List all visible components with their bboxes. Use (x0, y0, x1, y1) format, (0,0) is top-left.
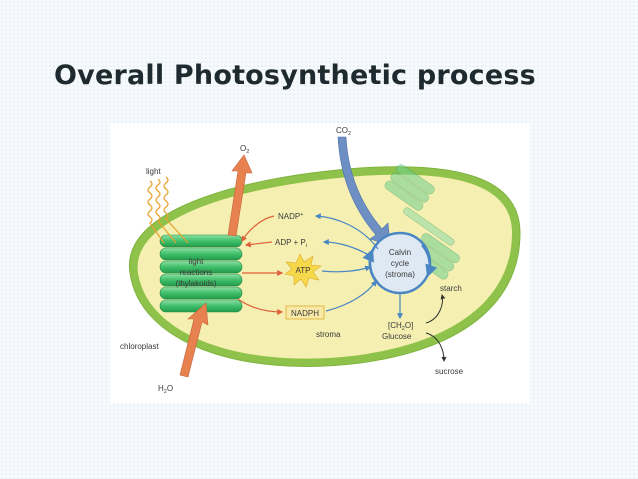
o2-arrow (227, 154, 253, 237)
calvin-label-2: cycle (391, 259, 410, 268)
nadph-label: NADPH (291, 309, 319, 318)
calvin-label-1: Calvin (389, 248, 411, 257)
h2o-label: H2O (158, 384, 173, 395)
o2-label: O2 (240, 144, 249, 155)
light-label: light (146, 167, 161, 176)
chloroplast-label: chloroplast (120, 342, 159, 351)
photosynthesis-diagram: light reactions (thylakoids) light O2 H2… (110, 123, 530, 403)
nadph-box (285, 305, 325, 320)
stroma-label: stroma (316, 330, 341, 339)
starch-label: starch (440, 284, 462, 293)
atp-label: ATP (296, 266, 311, 275)
atp-starburst (284, 253, 322, 288)
light-reactions-label-2: reactions (180, 268, 212, 277)
adp-pi-label: ADP + Pi (275, 238, 307, 249)
slide-title: Overall Photosynthetic process (54, 60, 536, 91)
co2-label: CO2 (336, 126, 351, 137)
light-reactions-label-3: (thylakoids) (176, 279, 217, 288)
ch2o-label: [CH2O] (388, 321, 413, 332)
glucose-label: Glucose (382, 332, 412, 341)
h2o-arrow (179, 302, 209, 378)
light-reactions-label-1: light (189, 257, 204, 266)
calvin-label-3: (stroma) (385, 270, 415, 279)
diagram-canvas: light reactions (thylakoids) light O2 H2… (120, 126, 521, 395)
nadp-label: NADP+ (278, 212, 303, 221)
sucrose-label: sucrose (435, 367, 464, 376)
light-arrows (147, 176, 189, 244)
